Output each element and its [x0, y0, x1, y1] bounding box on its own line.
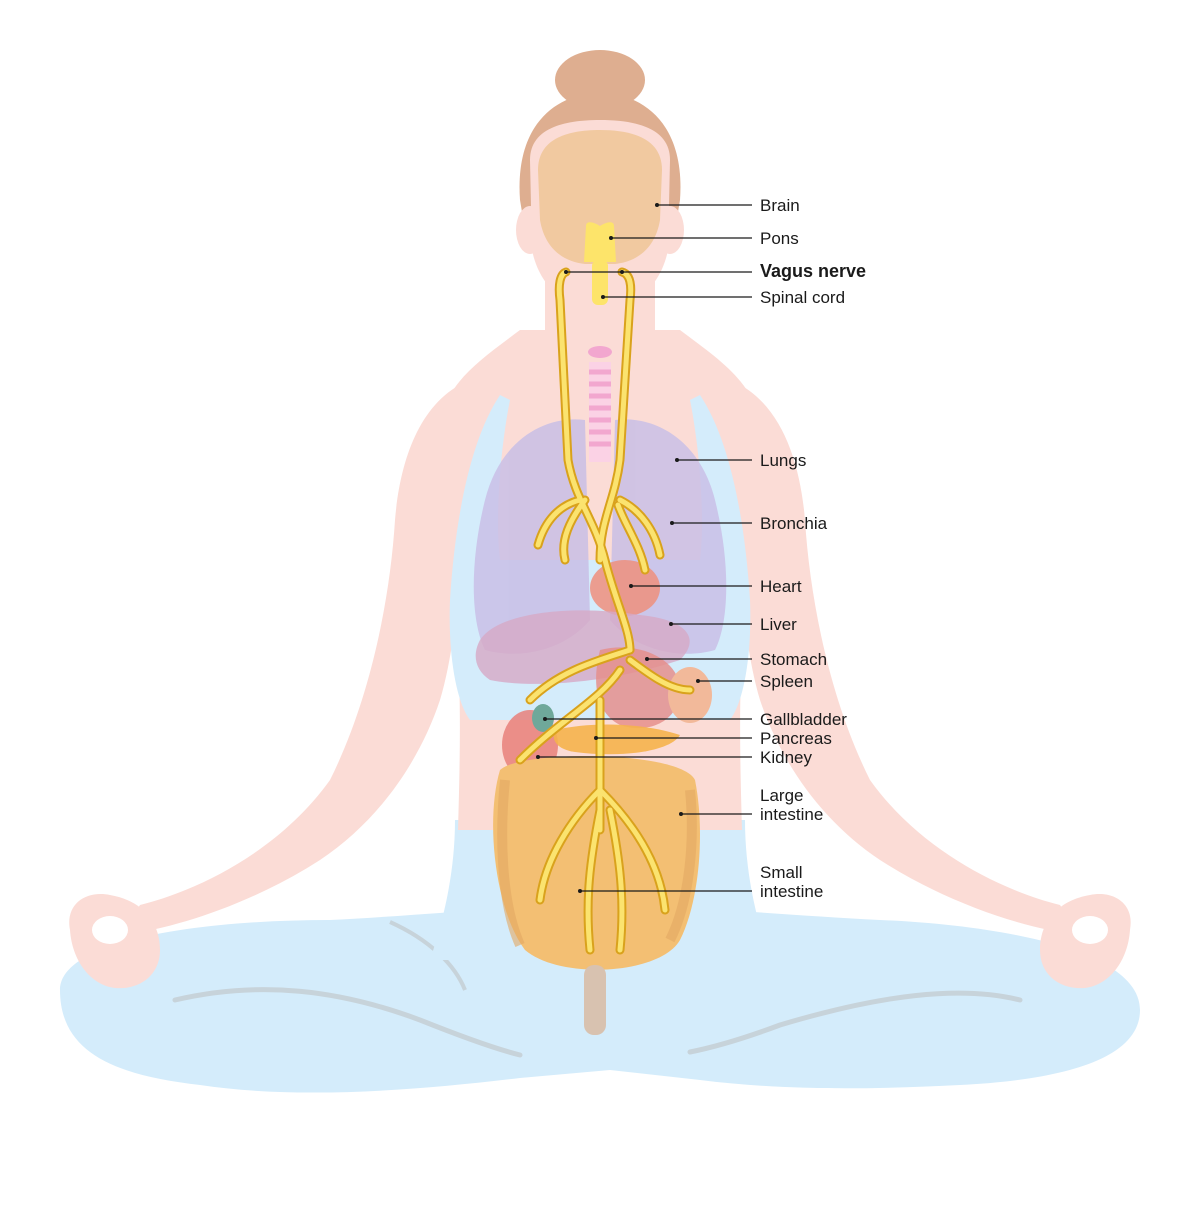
label-spinal-cord: Spinal cord	[760, 288, 846, 307]
pancreas	[553, 724, 680, 755]
label-small-intestine-line2: intestine	[760, 882, 824, 901]
label-pons: Pons	[760, 229, 799, 248]
gallbladder	[532, 704, 554, 732]
label-large-intestine-line1: Large	[760, 786, 804, 805]
label-large-intestine-line2: intestine	[760, 805, 824, 824]
leader-dots	[536, 203, 700, 893]
label-stomach: Stomach	[760, 650, 828, 669]
arms	[69, 380, 1131, 989]
label-gallbladder: Gallbladder	[760, 710, 847, 729]
heart	[590, 560, 660, 616]
label-lungs: Lungs	[760, 451, 807, 470]
label-brain: Brain	[760, 196, 800, 215]
label-liver: Liver	[760, 615, 797, 634]
brain	[538, 130, 662, 264]
label-heart: Heart	[760, 577, 802, 596]
label-pancreas: Pancreas	[760, 729, 832, 748]
trachea	[588, 346, 612, 462]
vagus-nerve	[515, 267, 695, 955]
label-kidney: Kidney	[760, 748, 812, 767]
label-spleen: Spleen	[760, 672, 813, 691]
spleen	[668, 667, 712, 723]
label-small-intestine: Small intestine	[760, 863, 823, 901]
label-bronchia: Bronchia	[760, 514, 828, 533]
pons-spinal-cord	[584, 222, 616, 305]
label-small-intestine-line1: Small	[760, 863, 803, 882]
label-large-intestine: Large intestine	[760, 786, 823, 824]
label-vagus-nerve: Vagus nerve	[760, 261, 867, 281]
leader-lines	[538, 204, 752, 892]
intestines	[493, 756, 700, 1035]
